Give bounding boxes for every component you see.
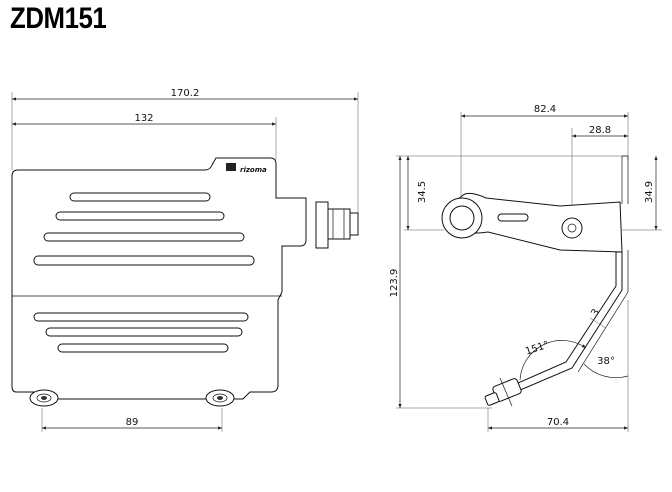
- angle-arc-outer: [583, 363, 629, 379]
- dim-bracket-offset: 28.8: [589, 125, 611, 136]
- bracket-bolt: [561, 217, 583, 239]
- angle-arc-inner: [519, 340, 587, 381]
- dim-left-height: 34.5: [417, 181, 428, 203]
- slot-upper-2: [55, 211, 225, 221]
- dim-overall-width: 170.2: [171, 88, 200, 99]
- side-view: 82.4 28.8 34.5 34.9 123.9 70.4: [389, 104, 662, 432]
- dim-mount-spacing: 89: [126, 417, 139, 428]
- lower-slots: [33, 312, 249, 353]
- bracket-ring-inner: [449, 205, 475, 231]
- side-connector: [315, 201, 359, 249]
- upper-slots: [33, 192, 255, 266]
- dim-plate-width: 132: [134, 113, 153, 124]
- base-clamp: [484, 377, 522, 407]
- dim-bracket-width: 82.4: [534, 104, 556, 115]
- dim-right-height: 34.9: [644, 181, 655, 203]
- mount-foot-right: [205, 389, 235, 407]
- dim-thickness: 3: [589, 307, 602, 318]
- connector-tip: [349, 212, 359, 236]
- slot-lower-1: [33, 312, 249, 322]
- brand-label: rizoma: [240, 166, 267, 174]
- slot-upper-1: [69, 192, 211, 202]
- bent-strap: [501, 251, 623, 397]
- slot-upper-4: [33, 255, 255, 266]
- connector-body: [315, 201, 329, 249]
- dim-total-height: 123.9: [389, 269, 400, 298]
- front-view: 170.2 132 89 rizoma: [11, 88, 359, 432]
- mount-foot-left: [29, 389, 59, 407]
- brand-logo: rizoma: [226, 163, 267, 174]
- angle-outer: 38°: [597, 356, 615, 367]
- connector-cap: [327, 208, 351, 240]
- dim-base-width: 70.4: [547, 417, 569, 428]
- bracket-slot: [497, 213, 529, 222]
- slot-lower-2: [45, 327, 243, 337]
- slot-upper-3: [43, 232, 245, 242]
- angle-inner: 151°: [524, 340, 550, 358]
- thickness-leader: [589, 317, 607, 329]
- page-title: ZDM151: [10, 2, 107, 35]
- slot-lower-3: [57, 343, 229, 353]
